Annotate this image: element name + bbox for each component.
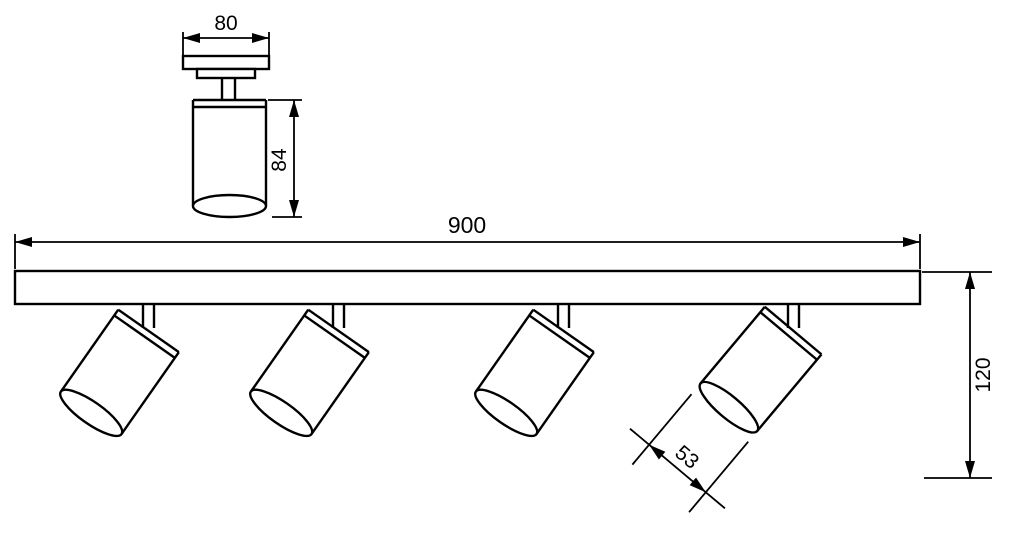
cylinder-opening [698, 380, 760, 434]
dimension-line-53 [648, 444, 707, 493]
cylinder-side [120, 351, 180, 435]
dimension-spot-height: 84 [268, 99, 302, 218]
cylinder-top-edge [532, 308, 595, 354]
dimension-spot-diameter: 53 [629, 393, 749, 513]
cylinder-rim-line [303, 314, 366, 359]
cylinder-side [310, 351, 370, 435]
cylinder-top-edge [764, 305, 823, 356]
spot-cylinder-1 [59, 308, 180, 438]
dimension-bar-length: 900 [14, 212, 921, 269]
extension-line [688, 441, 749, 513]
dim-label-120: 120 [972, 357, 995, 392]
cylinder-rim-line [759, 311, 818, 361]
cylinder-rim-line [113, 314, 176, 359]
cylinder-top-edge [307, 308, 370, 354]
spot-cylinder-side [191, 98, 268, 219]
cylinder-rim-line [528, 314, 591, 359]
dim-label-80: 80 [214, 12, 237, 35]
ceiling-bar [13, 269, 922, 306]
dimension-overshoot [705, 491, 726, 510]
dimension-plate-width: 80 [182, 12, 270, 57]
cylinder-top-edge [117, 308, 180, 354]
single-spot-side-view: 80 84 [181, 12, 302, 219]
dim-label-84: 84 [268, 148, 291, 172]
dimension-overshoot [629, 427, 650, 446]
cylinder-side [756, 353, 823, 432]
cylinder-opening [474, 388, 539, 438]
cylinder-opening [191, 193, 268, 219]
cylinder-side [535, 351, 595, 435]
spot-cylinder-4: 53 [629, 305, 823, 513]
cylinder-side [59, 309, 120, 393]
spot-stems [141, 304, 801, 328]
spot-cylinder-3 [474, 308, 595, 438]
cylinder-side [474, 309, 535, 393]
cylinder-opening [59, 388, 124, 438]
dimension-drop-height: 120 [922, 271, 995, 479]
dim-label-53: 53 [670, 441, 703, 474]
mounting-base [195, 67, 257, 80]
spot-cylinder-2 [249, 308, 370, 438]
dim-label-900: 900 [448, 212, 486, 238]
extension-line [631, 393, 693, 466]
mounting-plate [181, 54, 271, 71]
cylinder-side [699, 306, 766, 385]
cylinder-side [249, 309, 310, 393]
cylinder-opening [249, 388, 314, 438]
